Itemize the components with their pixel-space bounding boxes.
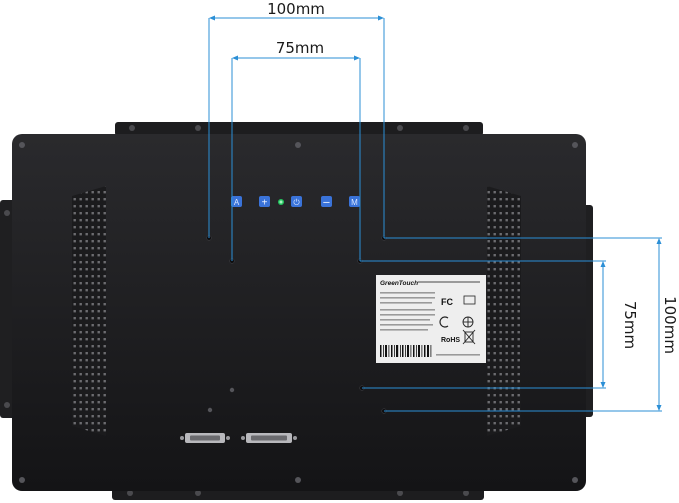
product-label: GreenTouch FC RoHS [376,275,486,363]
minus-button-symbol: − [322,198,330,209]
left-vent-grille [72,186,106,436]
menu-button-symbol: M [351,198,358,207]
plus-button[interactable]: + [259,196,270,209]
control-button-panel[interactable]: A + ⏻ − M [231,196,360,209]
dimension-outer-height [384,237,662,412]
plus-button-symbol: + [262,198,268,209]
right-vent-grille [487,186,521,436]
ce-mark-icon [439,316,449,328]
power-button[interactable]: ⏻ [291,196,302,207]
auto-button-symbol: A [234,198,240,207]
outer-height-label: 100mm [661,296,679,354]
inner-width-label: 75mm [276,39,324,57]
minus-button[interactable]: − [321,196,332,209]
hazard-symbol-icon [462,316,474,328]
dimension-inner-height [360,260,606,389]
top-mounting-bracket [115,122,483,136]
weee-bin-icon [463,295,476,305]
label-fine-print [380,281,480,356]
label-brand: GreenTouch [380,280,418,287]
menu-button[interactable]: M [349,196,360,207]
recycle-bin-icon [462,329,476,345]
corner-screws [19,142,578,483]
dimension-inner-width [231,55,361,261]
bottom-io-ports [180,433,297,443]
fcc-mark: FC [441,297,453,307]
auto-button[interactable]: A [231,196,242,207]
monitor-back-panel [12,134,586,491]
outer-width-label: 100mm [267,0,325,18]
power-indicator-led [278,199,284,205]
inner-height-label: 75mm [621,301,639,349]
barcode [380,345,432,357]
dimension-outer-width [208,15,385,238]
rohs-mark: RoHS [441,337,460,344]
power-button-symbol: ⏻ [293,198,300,207]
